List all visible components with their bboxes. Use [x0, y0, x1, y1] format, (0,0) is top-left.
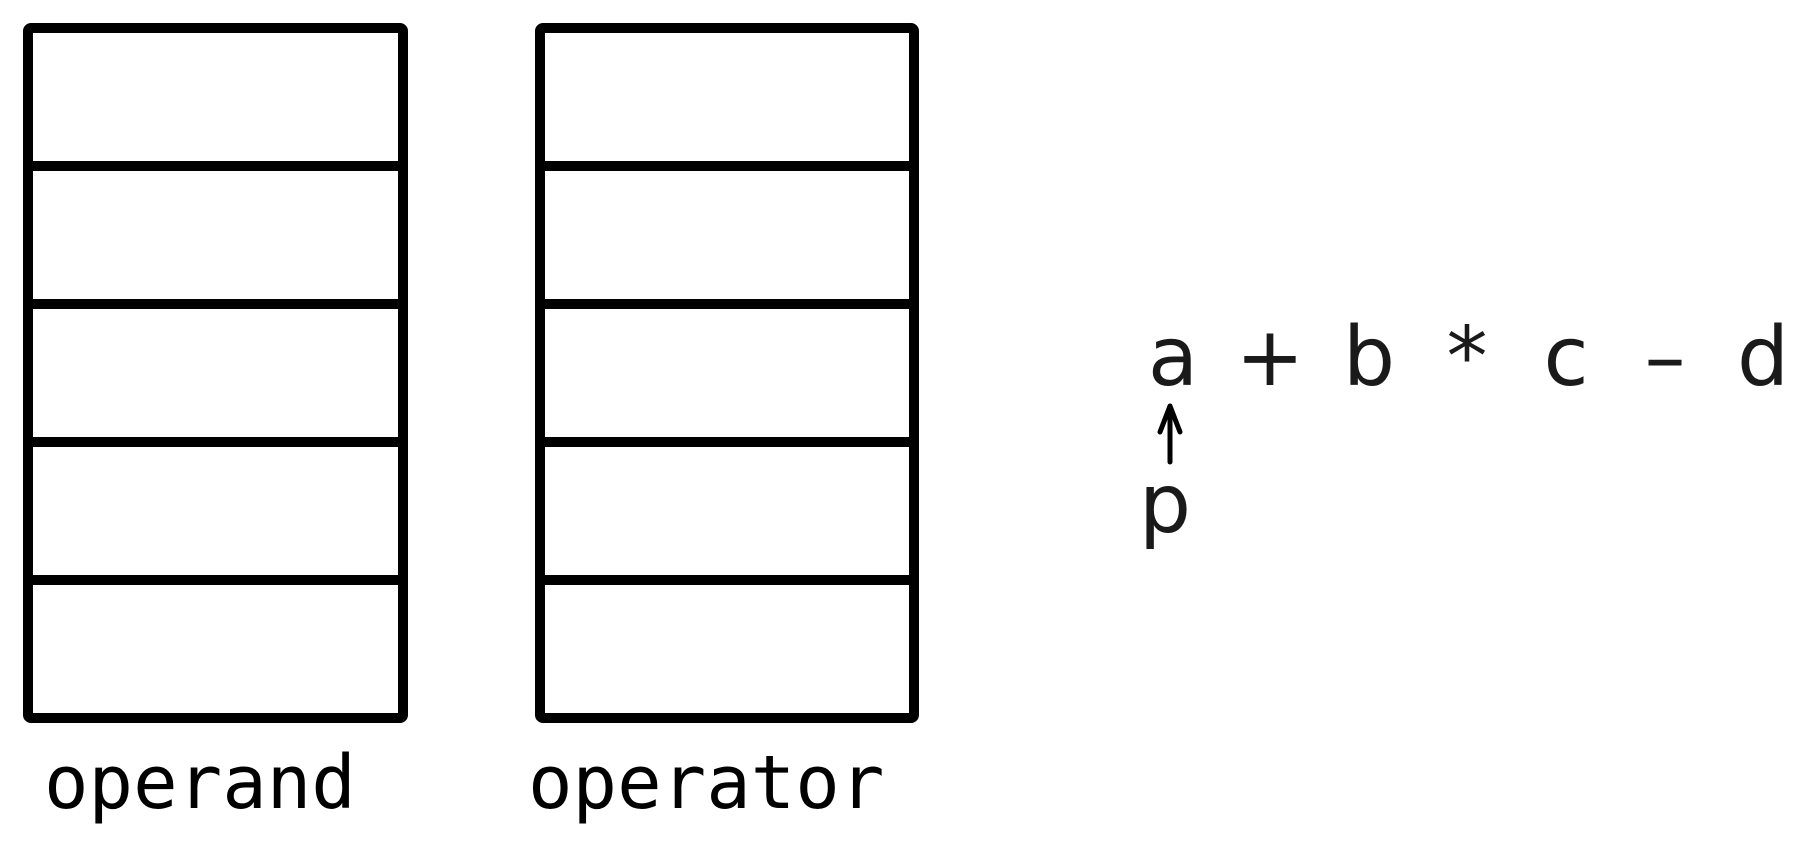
operand-stack — [23, 23, 408, 723]
expression-token: – — [1644, 310, 1686, 405]
expression-token: a — [1147, 310, 1199, 405]
pointer-label: p — [1138, 457, 1192, 552]
expression-token: * — [1446, 310, 1488, 405]
operator-stack-label: operator — [528, 740, 885, 826]
expression-token: d — [1736, 310, 1790, 405]
pointer-arrow — [1157, 403, 1183, 465]
expression-token: + — [1235, 310, 1305, 405]
pointer-arrow-head — [1157, 403, 1183, 435]
expression-token: b — [1342, 310, 1396, 405]
operand-stack-label: operand — [44, 740, 356, 826]
operator-stack-frame — [535, 23, 919, 723]
expression-token: c — [1543, 310, 1589, 405]
operator-stack — [535, 23, 919, 723]
operand-stack-frame — [23, 23, 408, 723]
